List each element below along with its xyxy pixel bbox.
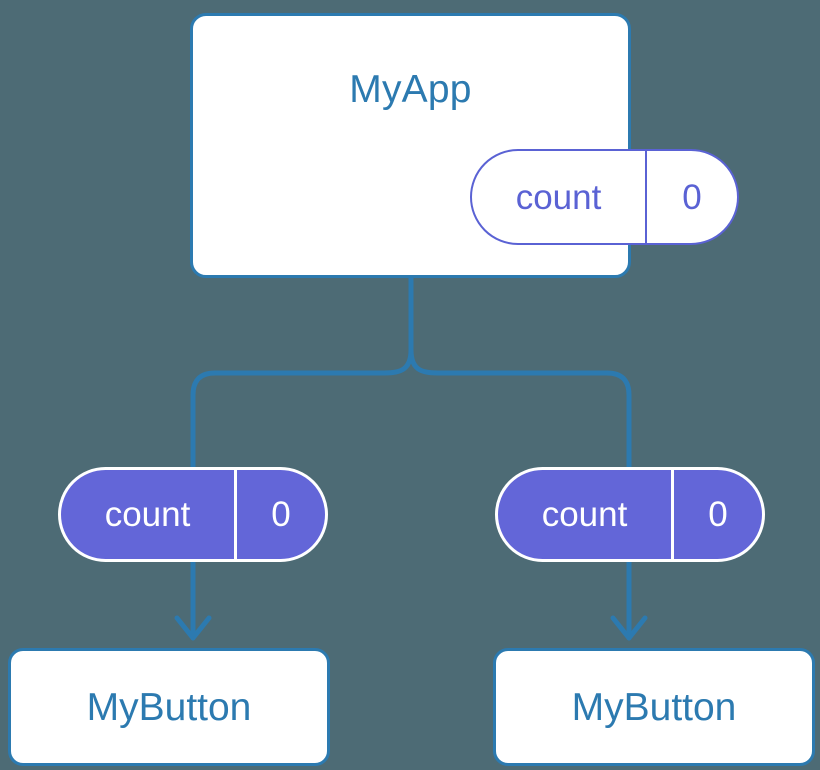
state-key-child-left: count: [61, 470, 237, 559]
component-node-mybutton-left[interactable]: MyButton: [8, 648, 330, 766]
component-node-mybutton-right[interactable]: MyButton: [493, 648, 815, 766]
component-title-mybutton-left: MyButton: [86, 685, 252, 729]
state-value-root: 0: [682, 177, 702, 217]
state-value-child-right: 0: [708, 495, 728, 534]
connector-branch-right: [408, 347, 632, 473]
connector-branch-left: [190, 347, 414, 473]
arrow-head-right-icon: [610, 615, 648, 641]
state-pill-root[interactable]: count 0: [470, 149, 739, 245]
component-node-myapp[interactable]: MyApp count 0: [190, 13, 739, 278]
component-title-mybutton-right: MyButton: [571, 685, 737, 729]
component-title-myapp: MyApp: [349, 68, 472, 111]
state-value-child-left: 0: [271, 495, 291, 534]
arrow-head-left-icon: [174, 615, 212, 641]
state-key-child-right: count: [498, 470, 674, 559]
state-key-root: count: [472, 151, 647, 243]
state-pill-child-right[interactable]: count 0: [495, 467, 765, 562]
state-pill-child-left[interactable]: count 0: [58, 467, 328, 562]
